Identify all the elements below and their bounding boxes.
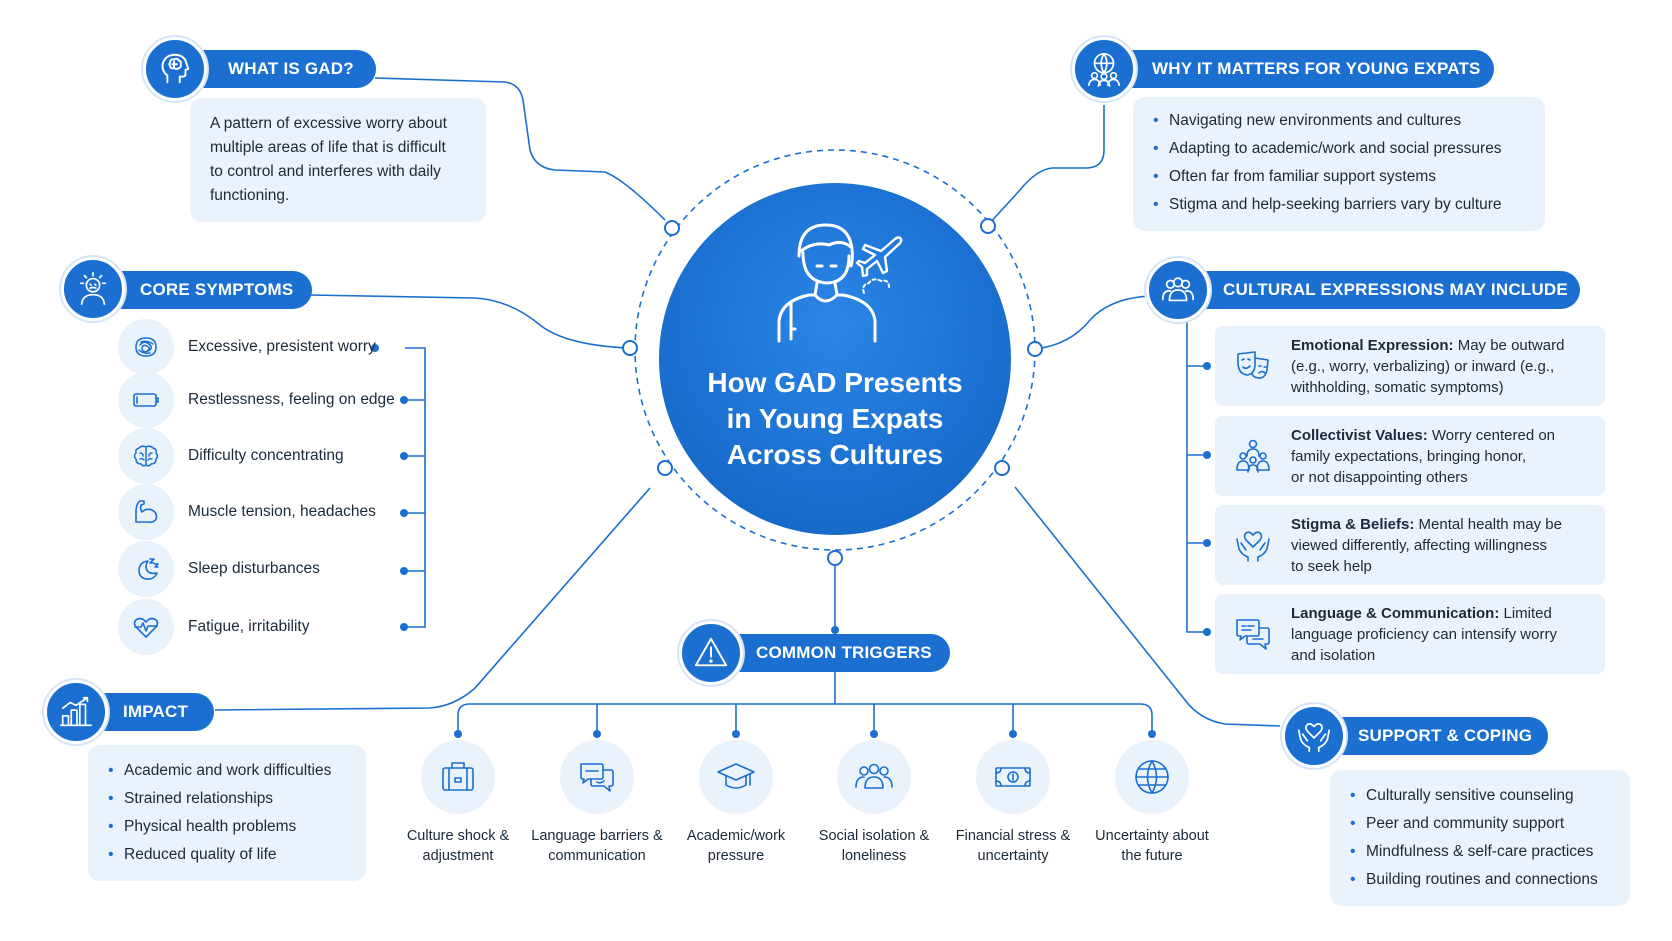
- connector-core-symptoms: [309, 294, 629, 349]
- trigger-item: Language barriers &communication: [527, 740, 667, 866]
- people-group-icon: [837, 740, 911, 814]
- ring-node: [657, 460, 673, 476]
- family-icon: [1236, 439, 1270, 473]
- globe-icon: [1115, 740, 1189, 814]
- trigger-item: Culture shock &adjustment: [388, 740, 528, 866]
- connector-what-is-gad: [374, 77, 666, 221]
- hands-heart-icon: [1282, 704, 1346, 768]
- warning-triangle-icon: [679, 621, 743, 685]
- triggers-heading: COMMON TRIGGERS: [700, 634, 950, 672]
- symptom-bracket: [405, 347, 426, 628]
- speech-bubbles-icon: [1236, 619, 1270, 650]
- hands-heart-icon: [1236, 531, 1270, 562]
- connector-impact: [214, 487, 651, 711]
- connector-why-matters: [987, 105, 1105, 226]
- ring-node: [994, 460, 1010, 476]
- bar-chart-icon: [44, 680, 108, 744]
- symptom-item: Restlessness, feeling on edge: [118, 372, 395, 428]
- why-matters-list: Navigating new environments and cultures…: [1133, 97, 1545, 231]
- heartbeat-icon: [118, 599, 174, 655]
- stressed-person-icon: [61, 257, 125, 321]
- muscle-arm-icon: [118, 484, 174, 540]
- symptom-item: Fatigue, irritability: [118, 599, 309, 655]
- cultural-card-emotional: Emotional Expression: May be outward(e.g…: [1215, 326, 1605, 406]
- theater-masks-icon: [1237, 351, 1269, 379]
- ring-node: [827, 550, 843, 566]
- young-expat-traveler-icon: [777, 223, 903, 343]
- support-list: Culturally sensitive counseling Peer and…: [1330, 770, 1630, 906]
- center-circle: How GAD Presents in Young Expats Across …: [659, 183, 1011, 535]
- connector-support: [1014, 486, 1281, 727]
- ring-node: [622, 340, 638, 356]
- symptom-item: Excessive, presistent worry: [118, 319, 376, 375]
- chat-bubbles-icon: [560, 740, 634, 814]
- symptom-item: Sleep disturbances: [118, 541, 320, 597]
- head-brain-icon: [143, 37, 207, 101]
- ring-node: [1027, 341, 1043, 357]
- cultural-heading: CULTURAL EXPRESSIONS MAY INCLUDE: [1170, 271, 1580, 309]
- triggers-branch: [457, 672, 1153, 734]
- globe-people-icon: [1072, 37, 1136, 101]
- why-matters-heading: WHY IT MATTERS FOR YOUNG EXPATS: [1098, 50, 1494, 88]
- tangled-thoughts-icon: [118, 319, 174, 375]
- center-title: How GAD Presents in Young Expats Across …: [707, 367, 963, 470]
- cultural-bracket: [1186, 320, 1207, 633]
- core-symptoms-heading: CORE SYMPTOMS: [90, 271, 312, 309]
- brain-icon: [118, 428, 174, 484]
- graduation-cap-icon: [699, 740, 773, 814]
- group-people-icon: [1146, 258, 1210, 322]
- suitcase-icon: [421, 740, 495, 814]
- trigger-item: Financial stress &uncertainty: [943, 740, 1083, 866]
- moon-sleep-icon: [118, 541, 174, 597]
- battery-icon: [118, 372, 174, 428]
- symptom-item: Difficulty concentrating: [118, 428, 344, 484]
- impact-list: Academic and work difficulties Strained …: [88, 745, 366, 881]
- banknote-icon: [976, 740, 1050, 814]
- what-is-gad-heading: WHAT IS GAD?: [170, 50, 376, 88]
- support-heading: SUPPORT & COPING: [1308, 717, 1548, 755]
- what-is-gad-description: A pattern of excessive worry about multi…: [190, 98, 486, 222]
- trigger-item: Social isolation &loneliness: [804, 740, 944, 866]
- ring-node: [980, 218, 996, 234]
- symptom-item: Muscle tension, headaches: [118, 484, 376, 540]
- connector-cultural: [1034, 295, 1151, 350]
- ring-node: [664, 220, 680, 236]
